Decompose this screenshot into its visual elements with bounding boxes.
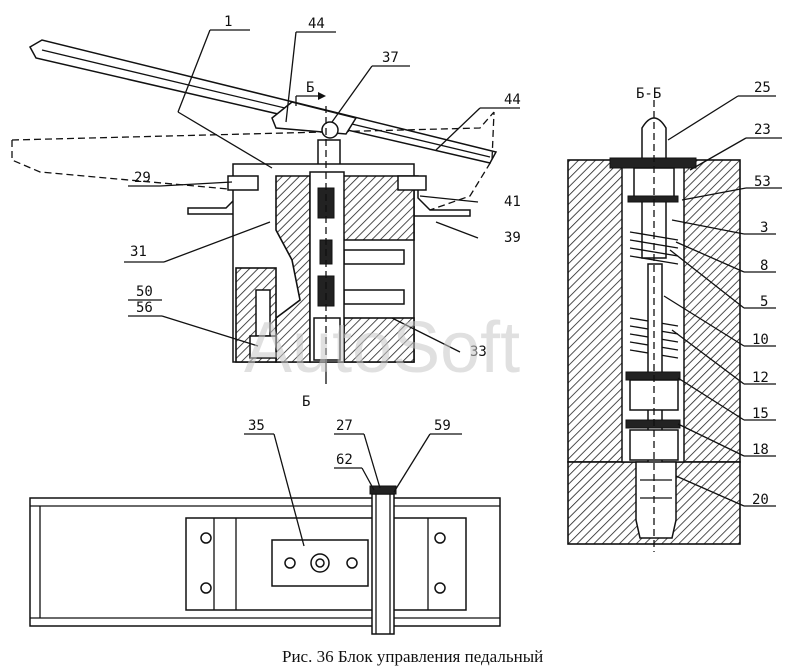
callout-37: 37 [382,50,399,66]
section-title: Б-Б [636,86,661,102]
callout-10: 10 [752,332,769,348]
front-leaders [124,29,520,353]
callout-15: 15 [752,406,769,422]
pedal-plate [28,39,498,164]
front-view: Б Б [11,39,498,410]
callout-56: 56 [136,300,153,316]
callout-12: 12 [752,370,769,386]
callout-50: 50 [136,284,153,300]
callout-23: 23 [754,122,771,138]
callout-1: 1 [224,14,232,30]
callout-62: 62 [336,452,353,468]
callout-44-right: 44 [504,92,521,108]
section-leaders [663,95,782,507]
watermark: AutoSoft [244,308,520,388]
callout-31: 31 [130,244,147,260]
callout-44-top: 44 [308,16,325,32]
callout-33: 33 [470,344,487,360]
section-mark-top: Б [306,80,314,96]
callout-18: 18 [752,442,769,458]
callout-53: 53 [754,174,771,190]
callout-41: 41 [504,194,521,210]
callout-29: 29 [134,170,151,186]
figure-caption: Рис. 36 Блок управления педальный [282,647,543,666]
top-leaders [244,433,462,547]
callout-27: 27 [336,418,353,434]
section-callouts: 25 23 53 3 8 5 10 12 15 18 20 [752,80,771,508]
top-view [29,485,501,635]
section-view [567,100,741,552]
callout-39: 39 [504,230,521,246]
callout-35: 35 [248,418,265,434]
front-callouts: 1 44 37 44 29 41 31 39 50 56 33 [130,14,521,360]
callout-5: 5 [760,294,768,310]
callout-25: 25 [754,80,771,96]
callout-59: 59 [434,418,451,434]
mount-holes [200,532,446,594]
callout-8: 8 [760,258,768,274]
section-mark-bottom: Б [302,394,310,410]
callout-3: 3 [760,220,768,236]
callout-20: 20 [752,492,769,508]
top-callouts: 35 27 59 62 [248,418,451,468]
